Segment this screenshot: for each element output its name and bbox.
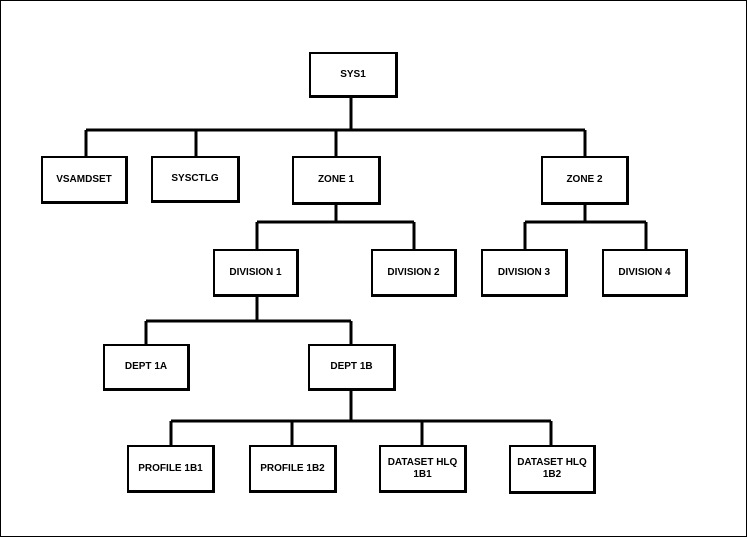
connector-zone2	[523, 204, 648, 250]
connector-sys1	[84, 97, 587, 157]
node-sys1: SYS1	[309, 52, 398, 98]
node-division4: DIVISION 4	[602, 249, 688, 297]
node-zone1: ZONE 1	[292, 156, 381, 205]
connector-zone1	[255, 204, 416, 250]
node-dept1a: DEPT 1A	[103, 344, 190, 391]
node-zone2: ZONE 2	[541, 156, 629, 205]
node-profile1b1: PROFILE 1B1	[127, 445, 215, 493]
node-division3: DIVISION 3	[481, 249, 568, 297]
node-dataset-hlq-1b1: DATASET HLQ 1B1	[379, 445, 467, 493]
connector-division1	[144, 296, 353, 345]
node-dataset-hlq-1b2: DATASET HLQ 1B2	[509, 445, 596, 494]
node-dept1b: DEPT 1B	[308, 344, 396, 391]
node-sysctlg: SYSCTLG	[151, 156, 240, 203]
node-vsamdset: VSAMDSET	[41, 156, 128, 204]
node-division1: DIVISION 1	[213, 249, 299, 297]
connector-dept1b	[169, 390, 553, 446]
node-profile1b2: PROFILE 1B2	[249, 445, 337, 493]
node-division2: DIVISION 2	[371, 249, 457, 297]
